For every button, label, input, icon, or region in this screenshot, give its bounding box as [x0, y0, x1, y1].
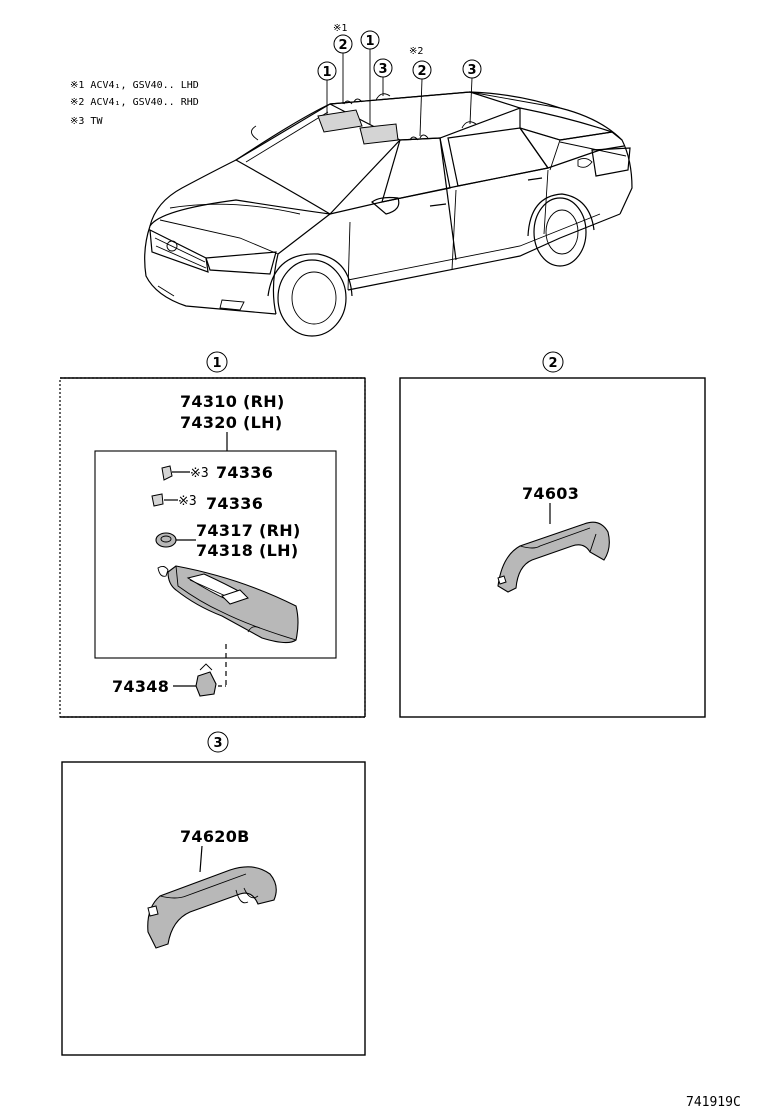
car-callouts: ※1 ※2 2 1 1 3 2 3: [317, 23, 482, 137]
part-number-bracket: 74348: [112, 677, 169, 696]
callout-number: 1: [322, 65, 331, 80]
note-3: ※3 TW: [70, 116, 103, 127]
diagram-code: 741919C: [686, 1095, 741, 1110]
section-2: 2 74603: [399, 351, 706, 718]
part-number-grip: 74620B: [180, 827, 250, 846]
callout-circle: [206, 351, 228, 373]
part-number-clip-a: 74336: [216, 463, 273, 482]
callout-number: 3: [378, 62, 387, 77]
car-illustration: [144, 91, 633, 337]
section-3-frame: [61, 761, 366, 1056]
clip-icon: [151, 493, 164, 507]
callout-mark-1: ※1: [333, 23, 347, 34]
holder-icon: [155, 532, 177, 548]
part-number-grip: 74603: [522, 484, 579, 503]
section-3: 3 74620B: [61, 731, 366, 1056]
section-2-number: 2: [548, 356, 557, 371]
visor-assembly-box: [94, 450, 337, 659]
bracket-icon: [195, 663, 217, 697]
part-number-clip-b: 74336: [206, 494, 263, 513]
section-1: 1 74310 (RH) 74320 (LH) ※3 74336 ※3 7433…: [59, 351, 366, 718]
part-number-holder-rh: 74317 (RH): [196, 521, 301, 540]
section-3-number: 3: [213, 736, 222, 751]
callout-number: 1: [365, 34, 374, 49]
note-2: ※2 ACV4₁, GSV40.. RHD: [70, 97, 199, 108]
assist-grip-icon: [147, 866, 277, 949]
note-1: ※1 ACV4₁, GSV40.. LHD: [70, 80, 199, 91]
callout-mark-2: ※2: [409, 46, 423, 57]
part-number-visor-lh: 74320 (LH): [180, 413, 282, 432]
section-2-frame: [399, 377, 706, 718]
callout-circle: [207, 731, 229, 753]
callout-number: 2: [338, 38, 347, 53]
callout-number: 3: [467, 63, 476, 78]
notes-legend: ※1 ACV4₁, GSV40.. LHD ※2 ACV4₁, GSV40.. …: [70, 80, 199, 127]
clip-b-mark: ※3: [178, 494, 197, 509]
clip-a-mark: ※3: [190, 466, 209, 481]
clip-icon: [161, 465, 173, 481]
sun-visor-icon: [157, 565, 299, 644]
callout-circle: [542, 351, 564, 373]
part-number-visor-rh: 74310 (RH): [180, 392, 285, 411]
callout-number: 2: [417, 64, 426, 79]
part-number-holder-lh: 74318 (LH): [196, 541, 298, 560]
section-1-number: 1: [212, 356, 221, 371]
assist-grip-icon: [497, 521, 610, 593]
